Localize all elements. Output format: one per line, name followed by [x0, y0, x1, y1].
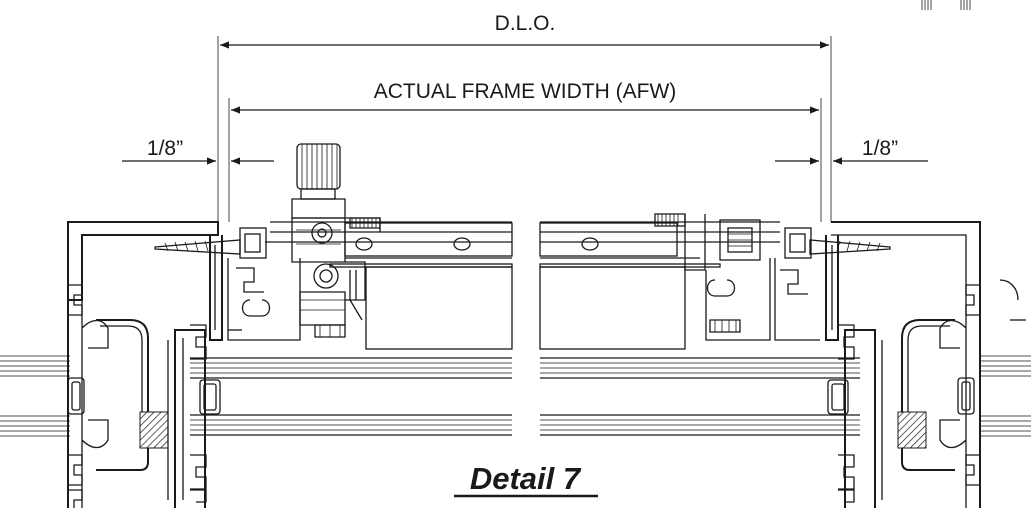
dimension-lines [122, 36, 928, 222]
right-tensioner-assembly [539, 213, 820, 350]
gap-right-label: 1/8” [862, 137, 898, 160]
corner-mark [921, 0, 971, 10]
insulated-glass-unit [190, 357, 860, 436]
afw-label: ACTUAL FRAME WIDTH (AFW) [374, 80, 677, 103]
dlo-label: D.L.O. [495, 12, 556, 35]
detail-title: Detail 7 [470, 461, 582, 496]
tensioner-assembly [265, 143, 513, 350]
gap-left-label: 1/8” [147, 137, 183, 160]
right-frame-assembly [809, 221, 1031, 508]
left-frame-assembly [0, 221, 301, 508]
break-gap [513, 214, 539, 374]
